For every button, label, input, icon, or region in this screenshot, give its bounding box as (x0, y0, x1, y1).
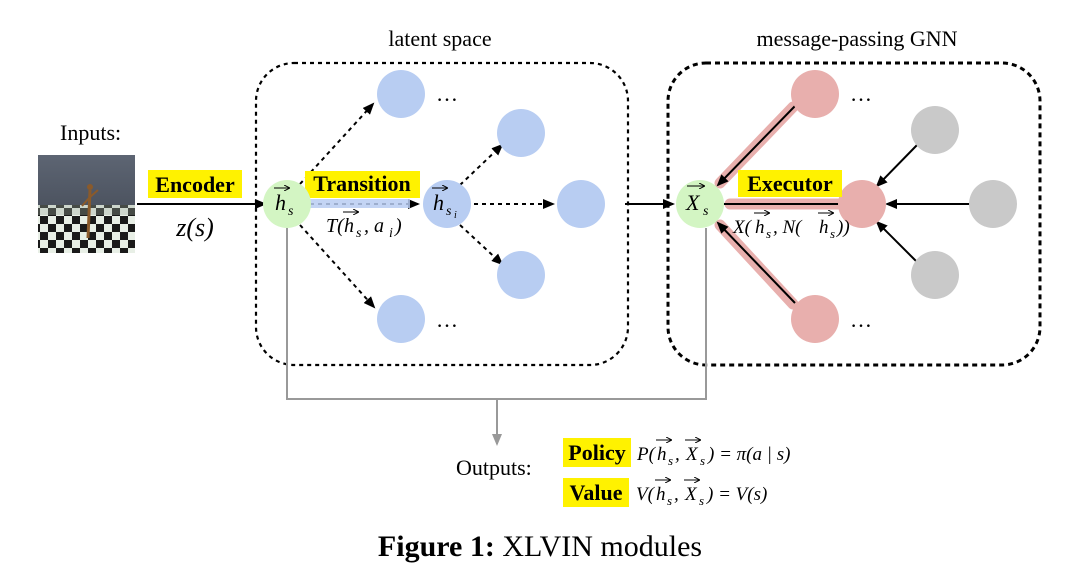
transition-formula: T( h s , a i ) (326, 212, 402, 241)
gnn-edge-gray-bottom (875, 220, 919, 264)
executor-highlight (738, 170, 842, 197)
gnn-edge-bottom (716, 221, 796, 304)
svg-text:s: s (446, 204, 452, 219)
node-gray-bottom (911, 251, 959, 299)
gnn-edge-top (716, 105, 796, 187)
svg-text:): ) (394, 215, 402, 237)
node-hsi-label: h s i (432, 188, 457, 221)
svg-text:s: s (668, 453, 673, 468)
node-gray-top (911, 106, 959, 154)
svg-text:i: i (454, 210, 457, 221)
node-latent-bottom (377, 295, 425, 343)
svg-text:X: X (685, 190, 701, 215)
encoder-label: Encoder (155, 172, 235, 197)
gnn-edge-gray-top (875, 143, 919, 188)
input-image (38, 155, 135, 253)
output-line-right (497, 228, 707, 400)
svg-text:,: , (675, 444, 680, 465)
gnn-label: message-passing GNN (756, 26, 957, 51)
svg-text:, a: , a (364, 215, 384, 237)
value-formula: V( h s , X s ) = V(s) (636, 480, 767, 508)
svg-text:s: s (766, 226, 771, 241)
executor-formula: X( h s , N( h s )) (732, 213, 850, 241)
svg-text:T(: T( (326, 215, 345, 237)
policy-highlight (563, 438, 631, 467)
node-latent-top (377, 70, 425, 118)
svg-text:h: h (656, 484, 666, 505)
svg-text:h: h (657, 444, 667, 465)
node-hs (263, 180, 311, 228)
svg-text:s: s (356, 226, 362, 241)
svg-text:h: h (344, 215, 354, 237)
svg-text:) = V(s): ) = V(s) (706, 484, 767, 505)
ellipsis-latent-bottom: … (436, 307, 458, 332)
inputs-label: Inputs: (60, 120, 121, 145)
svg-text:s: s (667, 493, 672, 508)
edge-hs-top (299, 102, 375, 185)
node-hs-label: h s (274, 188, 294, 219)
transition-highlight (305, 171, 420, 198)
ellipsis-gnn-bottom: … (850, 307, 872, 332)
svg-text:P(: P( (636, 444, 657, 465)
svg-text:s: s (699, 493, 704, 508)
svg-text:s: s (700, 453, 705, 468)
svg-text:X: X (685, 444, 699, 465)
svg-text:i: i (389, 226, 393, 241)
encoder-highlight (148, 170, 242, 198)
svg-text:h: h (755, 217, 765, 238)
svg-text:X: X (684, 484, 698, 505)
svg-text:h: h (819, 217, 829, 238)
latent-space-box (254, 61, 630, 367)
value-highlight (563, 478, 629, 507)
node-hsi-right (557, 180, 605, 228)
node-gray-right (969, 180, 1017, 228)
output-line-left (286, 228, 497, 400)
svg-text:s: s (830, 226, 835, 241)
node-hsi-top (497, 109, 545, 157)
svg-text:s: s (288, 204, 294, 219)
svg-text:,: , (674, 484, 679, 505)
node-red-bottom (791, 295, 839, 343)
edge-hsi-bottom (459, 224, 504, 266)
gnn-box (666, 61, 1042, 367)
edge-hs-bottom (299, 224, 376, 309)
svg-text:, N(: , N( (773, 217, 803, 238)
ellipsis-latent-top: … (436, 81, 458, 106)
latent-space-label: latent space (388, 26, 491, 51)
policy-formula: P( h s , X s ) = π(a | s) (636, 440, 790, 468)
node-red-center (838, 180, 886, 228)
ellipsis-gnn-top: … (850, 81, 872, 106)
node-xs (676, 180, 724, 228)
figure-caption: Figure 1: XLVIN modules (378, 530, 702, 563)
policy-label: Policy (568, 440, 625, 465)
node-xs-label: X s (685, 186, 709, 219)
outputs-label: Outputs: (456, 455, 532, 480)
svg-text:X(: X( (732, 217, 753, 238)
transition-underline (310, 199, 410, 208)
executor-label: Executor (747, 171, 833, 196)
svg-text:s: s (703, 204, 709, 219)
svg-text:h: h (433, 190, 444, 215)
encoder-formula: z(s) (175, 213, 214, 242)
svg-text:h: h (275, 190, 286, 215)
transition-label: Transition (313, 171, 410, 196)
node-hsi (423, 180, 471, 228)
value-label: Value (570, 480, 623, 505)
svg-text:) = π(a | s): ) = π(a | s) (707, 444, 790, 465)
node-hsi-bottom (497, 251, 545, 299)
edge-hsi-top (459, 143, 504, 186)
svg-text:V(: V( (636, 484, 656, 505)
svg-text:)): )) (836, 217, 850, 238)
node-red-top (791, 70, 839, 118)
